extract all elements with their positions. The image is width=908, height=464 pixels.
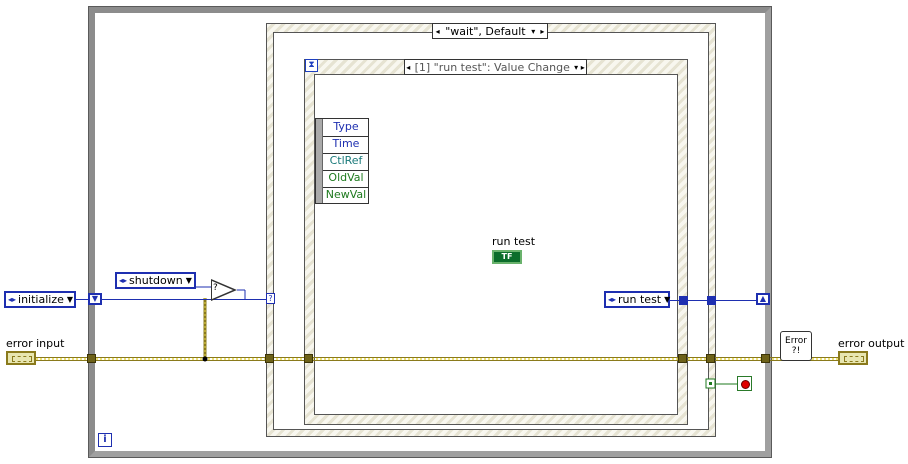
event-data-node-bar [316,119,323,203]
wire-junction [202,356,208,362]
shutdown-enum-constant[interactable]: ◂▸ shutdown ▼ [115,272,196,289]
run-test-label: run test [492,235,536,248]
event-field-type[interactable]: Type [323,119,369,137]
run-test-enum-constant[interactable]: ◂▸ run test ▼ [604,291,670,308]
case-input-tunnel[interactable] [265,354,274,363]
event-structure[interactable] [304,59,688,425]
event-selector-dropdown-icon[interactable]: ▾ [574,62,579,72]
run-test-boolean-terminal[interactable]: TF [492,250,522,264]
stop-condition-icon[interactable] [737,376,752,391]
event-output-tunnel[interactable] [678,354,687,363]
error-output-label: error output [838,337,905,350]
event-selector-label[interactable]: ◂ [1] "run test": Value Change ▾ ▸ [404,59,587,75]
selector-increment-icon[interactable]: ▸ [540,26,545,36]
case-selector-label[interactable]: ◂ "wait", Default ▾ ▸ [432,23,548,39]
enum-tag-icon: ◂▸ [119,276,128,285]
equal-comparison-inner [212,281,233,299]
run-test-enum-text: run test [618,293,662,306]
event-selector-increment-icon[interactable]: ▸ [580,62,585,72]
iteration-terminal[interactable]: i [98,433,112,447]
enum-tag-icon: ◂▸ [608,295,617,304]
initialize-enum-constant[interactable]: ◂▸ initialize ▼ [4,291,76,308]
error-handler-text: Error ?! [785,336,807,356]
case-output-error-tunnel[interactable] [706,354,715,363]
event-data-node[interactable]: Type Time CtlRef OldVal NewVal [315,118,369,204]
event-selector-decrement-icon[interactable]: ◂ [406,62,411,72]
loop-input-tunnel[interactable] [87,354,96,363]
shift-register-right-icon[interactable]: ▲ [756,293,770,305]
event-selector-text: [1] "run test": Value Change [414,60,570,74]
case-output-tunnel [679,296,688,305]
dropdown-icon[interactable]: ▼ [185,276,192,285]
event-field-oldval[interactable]: OldVal [323,170,369,188]
event-field-newval[interactable]: NewVal [325,188,367,201]
error-output-terminal[interactable] [838,351,868,365]
enum-tag-icon: ◂▸ [8,295,17,304]
error-wire [36,298,838,361]
hourglass-icon[interactable]: ⧗ [305,59,318,72]
dropdown-icon[interactable]: ▼ [664,295,671,304]
event-input-tunnel[interactable] [304,354,313,363]
equal-comparison-text: ? [213,283,218,293]
shift-register-left-icon[interactable]: ▼ [88,293,102,305]
error-input-terminal[interactable] [6,351,36,365]
event-field-time[interactable]: Time [323,136,369,154]
while-loop[interactable] [88,6,772,458]
event-field-ctlref[interactable]: CtlRef [323,153,369,171]
loop-output-tunnel [707,296,716,305]
selector-decrement-icon[interactable]: ◂ [435,26,440,36]
loop-output-error-tunnel[interactable] [761,354,770,363]
shutdown-text: shutdown [129,274,183,287]
error-handler-node[interactable]: Error ?! [780,331,812,361]
case-selector-text: "wait", Default [445,24,526,38]
case-selector-terminal[interactable]: ? [266,293,275,304]
error-input-label: error input [6,337,65,350]
dropdown-icon[interactable]: ▼ [66,295,74,304]
selector-dropdown-icon[interactable]: ▾ [531,26,536,36]
initialize-text: initialize [18,293,64,306]
